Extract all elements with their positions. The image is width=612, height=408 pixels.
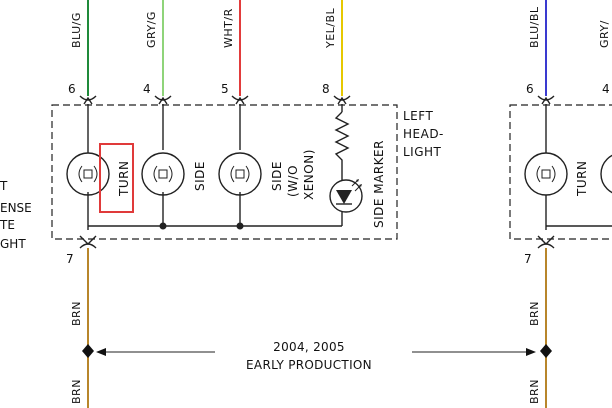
note-early-production: EARLY PRODUCTION (246, 358, 372, 372)
pin-8: 8 (322, 82, 330, 96)
turn-highlight-box (99, 143, 134, 213)
wire-label-right-gry: GRY/ (598, 20, 611, 48)
wire-label-right-brn-upper: BRN (528, 301, 541, 326)
pin-5: 5 (221, 82, 229, 96)
connector-pins-top (79, 95, 351, 105)
pin-7: 7 (66, 252, 74, 266)
junction-dot (236, 222, 244, 230)
wire-label-gry-g: GRY/G (145, 11, 158, 48)
junction-dot (159, 222, 167, 230)
headlight-label-line2: HEAD- (403, 127, 444, 141)
wire-label-brn-lower: BRN (70, 379, 83, 404)
component-label-side-marker: SIDE MARKER (372, 140, 386, 228)
internal-wiring (87, 104, 343, 230)
cutoff-label-line4: GHT (0, 237, 26, 251)
connector-pins-right-top (537, 95, 555, 105)
pin-6: 6 (68, 82, 76, 96)
right-turn-bulb-icon (524, 104, 612, 230)
component-label-right-turn: TURN (575, 161, 589, 197)
wire-label-yel-bl: YEL/BL (324, 7, 337, 49)
headlight-label-line3: LIGHT (403, 145, 442, 159)
pin-right-7: 7 (524, 252, 532, 266)
connector-pin-bottom (79, 235, 97, 249)
component-label-side-2: SIDE (270, 161, 284, 191)
splice-marker-left (82, 344, 94, 358)
wire-label-wht-r: WHT/R (222, 8, 235, 48)
side-wo-xenon-bulb-icon (218, 152, 262, 196)
component-label-side: SIDE (193, 161, 207, 191)
arrow-right-head (526, 348, 536, 356)
side-marker-led-icon (329, 179, 363, 213)
left-headlight-box (51, 104, 398, 240)
wire-label-brn-upper: BRN (70, 301, 83, 326)
wire-label-right-blu-bl: BLU/BL (528, 6, 541, 48)
arrow-left-head (96, 348, 106, 356)
connector-pin-right-bottom (537, 235, 555, 249)
component-label-xenon: XENON) (302, 149, 316, 200)
pin-4: 4 (143, 82, 151, 96)
pin-right-4: 4 (602, 82, 610, 96)
right-headlight-box (509, 104, 612, 240)
cutoff-label-line1: T (0, 179, 8, 193)
component-label-wo: (W/O (286, 165, 300, 197)
headlight-label-line1: LEFT (403, 109, 433, 123)
component-label-turn: TURN (117, 161, 131, 197)
cutoff-label-line2: ENSE (0, 201, 32, 215)
turn-bulb-icon (66, 150, 110, 196)
note-years: 2004, 2005 (273, 340, 345, 354)
splice-marker-right (540, 344, 552, 358)
side-marker-resistor-icon (334, 111, 350, 180)
wire-label-blu-g: BLU/G (70, 12, 83, 48)
right-side-bulb-icon (600, 154, 612, 194)
side-bulb-icon (141, 152, 185, 196)
pin-right-6: 6 (526, 82, 534, 96)
wire-label-right-brn-lower: BRN (528, 379, 541, 404)
cutoff-label-line3: TE (0, 218, 15, 232)
